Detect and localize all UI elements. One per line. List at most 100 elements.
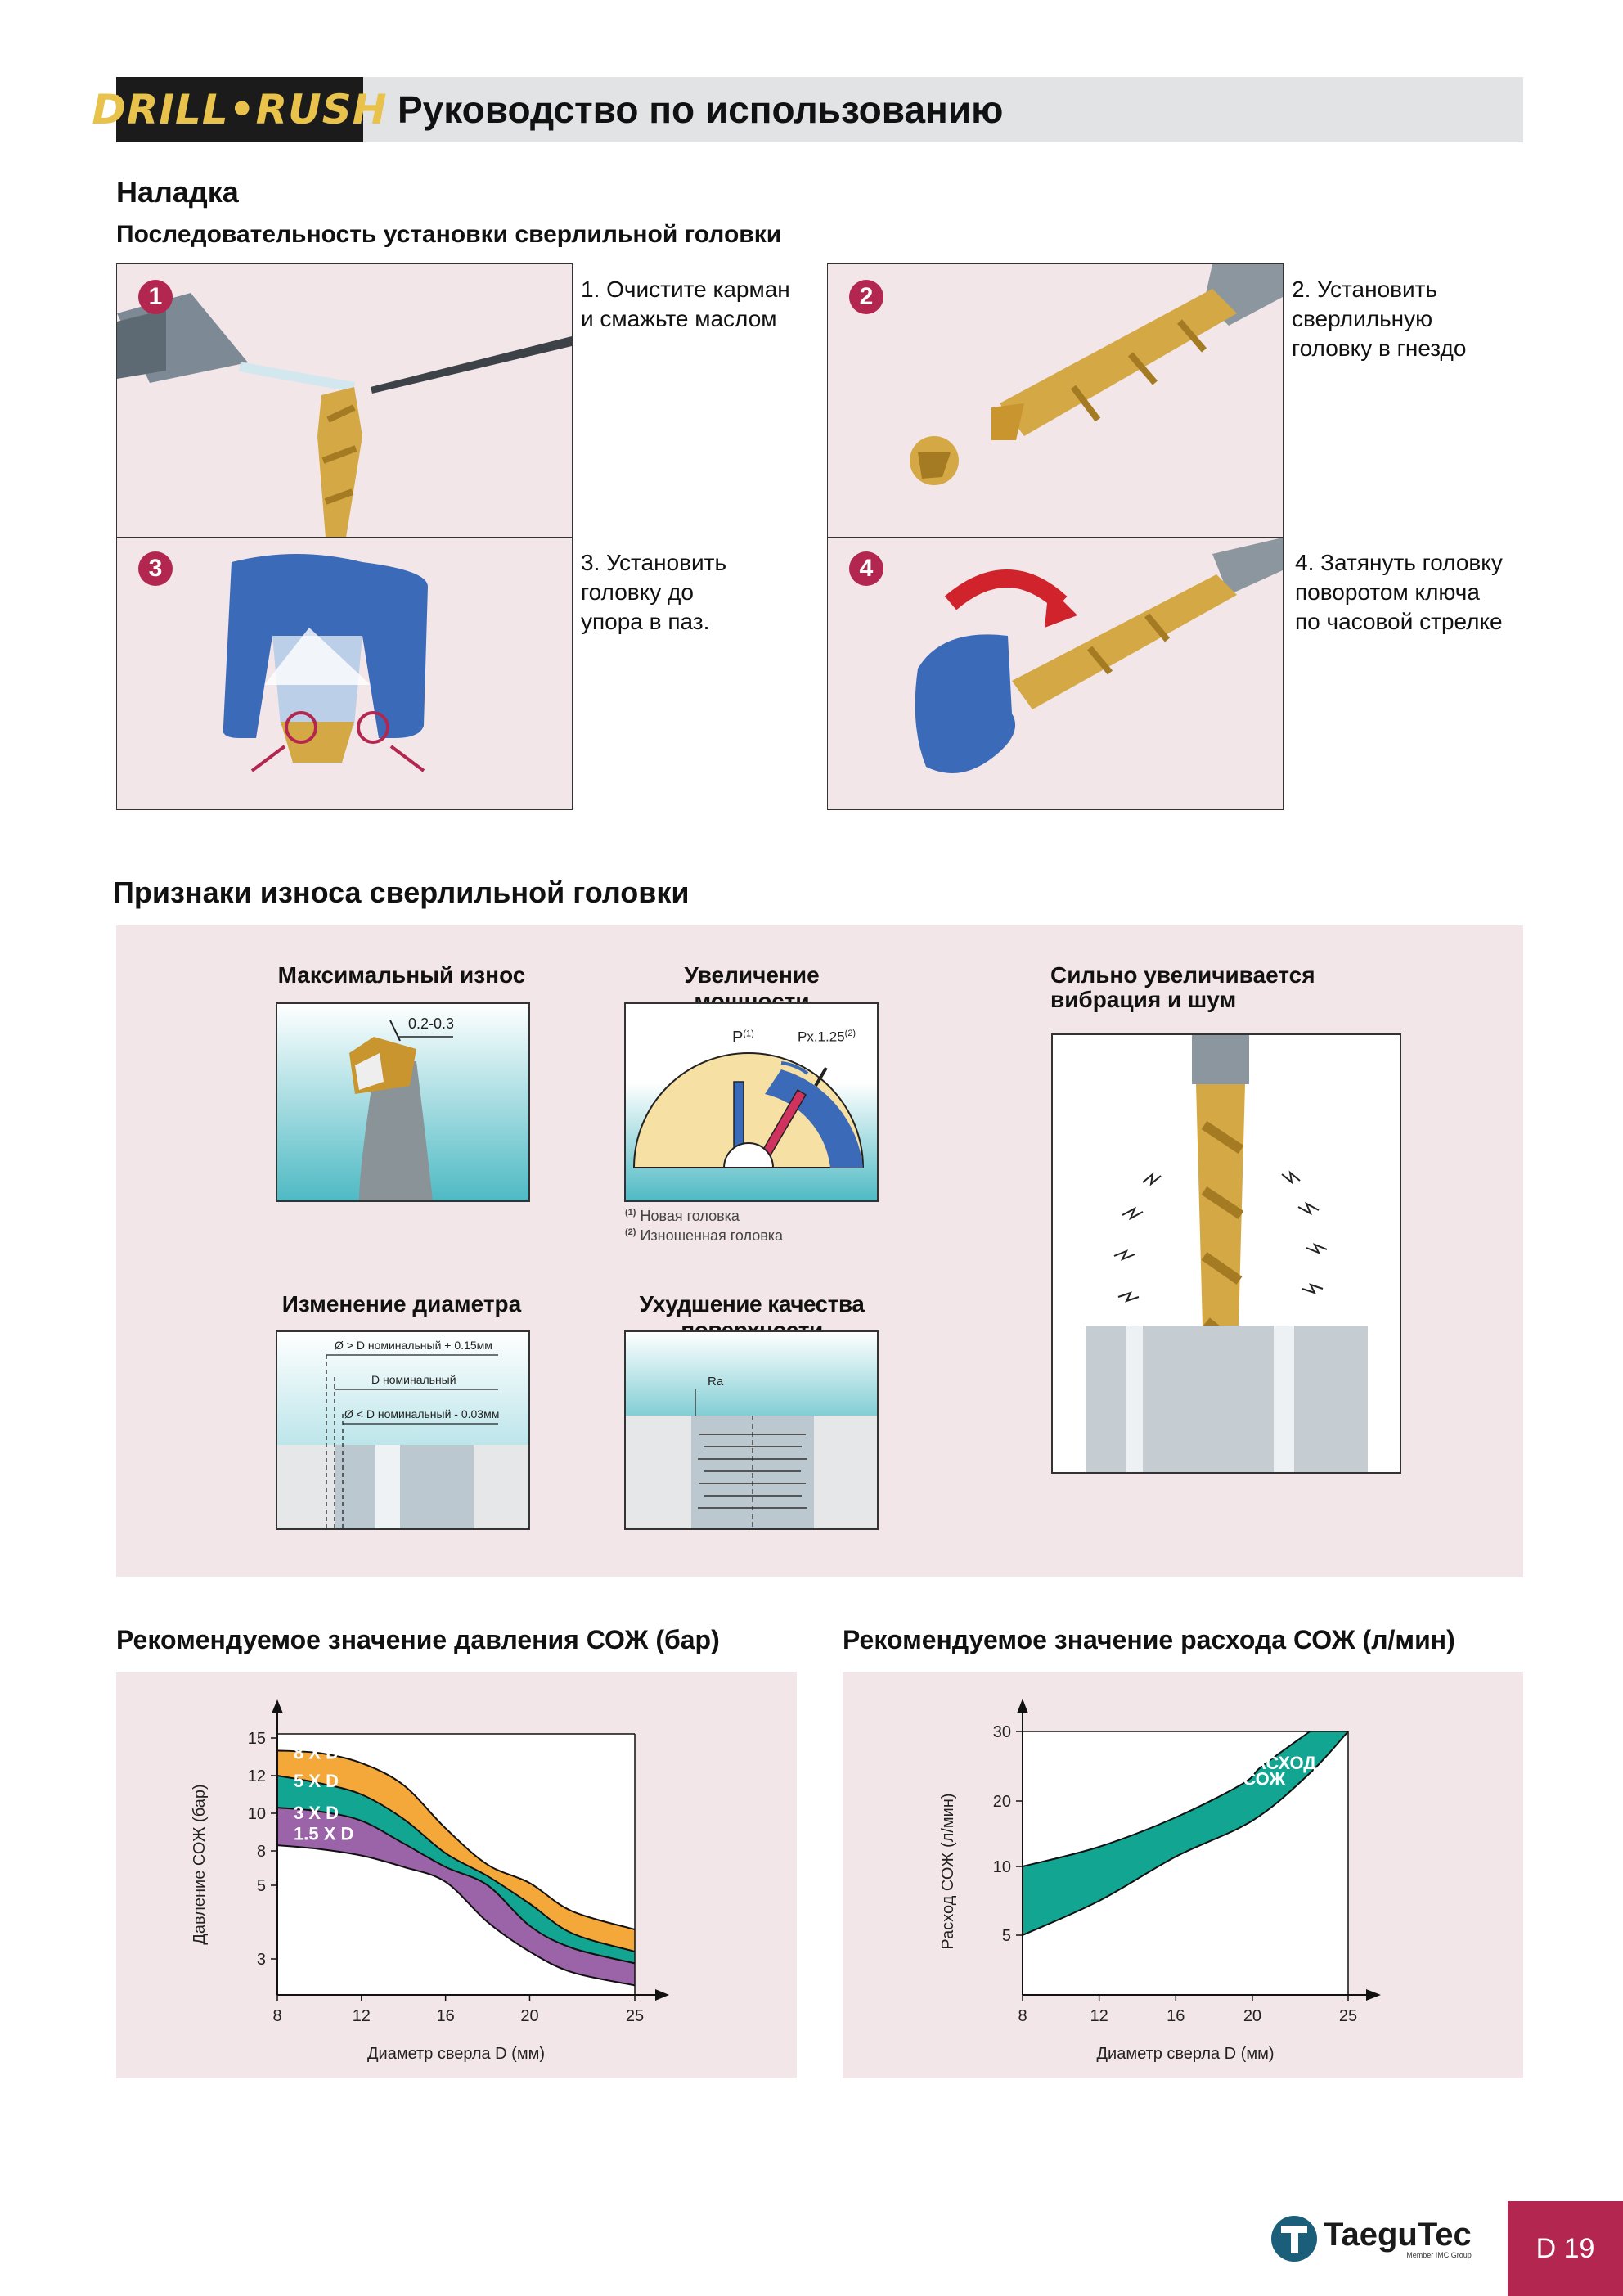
step-2-text: 2. Установить сверлильную головку в гнез… bbox=[1292, 277, 1467, 361]
vibration-title-1: Сильно увеличивается bbox=[1050, 962, 1315, 988]
flow-x-tick: 8 bbox=[1018, 2007, 1027, 2025]
flow-band bbox=[1023, 1731, 1348, 1935]
power-note-new: Новая головка bbox=[640, 1208, 740, 1224]
flow-y-tick: 10 bbox=[993, 1858, 1011, 1876]
insert-head-illustration bbox=[910, 264, 1283, 485]
pressure-x-tick: 25 bbox=[626, 2007, 644, 2025]
power-px-label: Px.1.25 bbox=[798, 1029, 845, 1045]
flow-x-tick: 12 bbox=[1090, 2007, 1108, 2025]
tighten-head-illustration bbox=[915, 538, 1283, 773]
pressure-y-arrow bbox=[272, 1699, 283, 1713]
power-note-worn: Изношенная головка bbox=[640, 1227, 784, 1244]
step-4-number: 4 bbox=[849, 551, 883, 586]
diameter-title: Изменение диаметра bbox=[281, 1291, 522, 1317]
taegutec-logo-icon bbox=[1271, 2216, 1317, 2262]
seat-head-illustration bbox=[223, 554, 428, 772]
step-1-image bbox=[116, 263, 573, 538]
oiling-illustration bbox=[117, 293, 572, 538]
diameter-label-nominal: D номинальный bbox=[371, 1373, 456, 1386]
flow-upper-curve bbox=[1022, 1731, 1311, 1867]
pressure-x-arrow bbox=[655, 1989, 669, 2001]
logo-text: DRILL•RUSH bbox=[92, 86, 388, 133]
pressure-band-label-2: 3 X D bbox=[294, 1803, 339, 1823]
pressure-y-tick: 5 bbox=[257, 1877, 266, 1895]
flow-x-tick: 20 bbox=[1243, 2007, 1261, 2025]
step-3-text: 3. Установить головку до упора в паз. bbox=[581, 550, 727, 634]
surface-title: Ухудшение качества поверхности bbox=[639, 1291, 865, 1343]
page-title: Руководство по использованию bbox=[398, 88, 1004, 131]
power-gauge-image: P(1) Px.1.25(2) bbox=[624, 1002, 879, 1202]
pressure-curve-3 bbox=[276, 1844, 636, 1987]
pressure-y-tick: 3 bbox=[257, 1951, 266, 1969]
step-2-number: 2 bbox=[849, 280, 883, 314]
max-wear-title: Максимальный износ bbox=[277, 962, 526, 988]
flow-x-label: Диаметр сверла D (мм) bbox=[1096, 2045, 1274, 2063]
power-p-label: P bbox=[732, 1029, 744, 1047]
pressure-x-tick: 8 bbox=[272, 2007, 281, 2025]
pressure-x-tick: 16 bbox=[437, 2007, 455, 2025]
flow-x-arrow bbox=[1366, 1989, 1381, 2001]
flow-y-label: Расход СОЖ (л/мин) bbox=[939, 1793, 957, 1949]
step-4-text: 4. Затянуть головку поворотом ключа по ч… bbox=[1295, 550, 1503, 634]
pressure-y-tick: 15 bbox=[248, 1730, 266, 1748]
pressure-x-tick: 20 bbox=[520, 2007, 538, 2025]
flow-chart-title: Рекомендуемое значение расхода СОЖ (л/ми… bbox=[843, 1625, 1455, 1654]
vibration-title-2: вибрация и шум bbox=[1050, 987, 1237, 1012]
pressure-curve-1 bbox=[276, 1775, 636, 1952]
step-1-number: 1 bbox=[138, 280, 173, 314]
pressure-curve-0 bbox=[276, 1749, 636, 1930]
flow-x-tick: 25 bbox=[1339, 2007, 1357, 2025]
pressure-y-tick: 12 bbox=[248, 1767, 266, 1785]
power-note1-sup: (1) bbox=[625, 1208, 636, 1218]
diameter-label-under: Ø < D номинальный - 0.03мм bbox=[344, 1407, 500, 1420]
pressure-band-3 bbox=[277, 1845, 635, 1995]
step-3-image bbox=[116, 537, 573, 810]
step-2-image bbox=[827, 263, 1284, 538]
power-note2-sup: (2) bbox=[625, 1227, 636, 1237]
taegutec-logo: TaeguTec Member IMC Group bbox=[1270, 2214, 1472, 2263]
pressure-band-label-1: 5 X D bbox=[294, 1771, 339, 1791]
flow-y-tick: 20 bbox=[993, 1793, 1011, 1811]
power-px-sup: (2) bbox=[844, 1029, 856, 1038]
flow-band-label-1: РАСХОД bbox=[1243, 1753, 1316, 1773]
pressure-y-label: Давление СОЖ (бар) bbox=[191, 1784, 209, 1944]
pressure-chart-title: Рекомендуемое значение давления СОЖ (бар… bbox=[116, 1625, 720, 1654]
pressure-x-tick: 12 bbox=[353, 2007, 371, 2025]
step-1-text: 1. Очистите карман и смажьте маслом bbox=[581, 277, 790, 331]
page-number: D 19 bbox=[1508, 2201, 1623, 2296]
setup-heading: Наладка bbox=[116, 175, 239, 209]
flow-y-arrow bbox=[1017, 1699, 1028, 1713]
flow-x-tick: 16 bbox=[1167, 2007, 1185, 2025]
pressure-y-tick: 8 bbox=[257, 1843, 266, 1861]
drill-rush-logo: DRILL•RUSH bbox=[92, 77, 387, 142]
step-4-image bbox=[827, 537, 1284, 810]
brand-name: TaeguTec bbox=[1324, 2217, 1472, 2253]
max-wear-label: 0.2-0.3 bbox=[408, 1015, 455, 1032]
flow-band-label-2: СОЖ bbox=[1243, 1768, 1285, 1789]
pressure-curve-2 bbox=[276, 1807, 636, 1965]
brand-sub: Member IMC Group bbox=[1406, 2251, 1472, 2259]
pressure-band-2 bbox=[277, 1808, 635, 1986]
diameter-image: Ø > D номинальный + 0.15мм D номинальный… bbox=[276, 1330, 530, 1530]
step-3-number: 3 bbox=[138, 551, 173, 586]
surface-ra-label: Ra bbox=[708, 1375, 724, 1389]
max-wear-image: 0.2-0.3 bbox=[276, 1002, 530, 1202]
pressure-y-tick: 10 bbox=[248, 1805, 266, 1823]
flow-lower-curve bbox=[1022, 1731, 1349, 1936]
pressure-chart: 8 X D 5 X D 3 X D1.5 X D 3 5 8 10 12 15 8 12 16 20 25… bbox=[191, 1699, 669, 2063]
wear-heading: Признаки износа сверлильной головки bbox=[113, 876, 690, 909]
power-p-sup: (1) bbox=[743, 1029, 754, 1039]
flow-y-tick: 5 bbox=[1002, 1927, 1011, 1945]
surface-image: Ra bbox=[624, 1330, 879, 1530]
pressure-x-label: Диаметр сверла D (мм) bbox=[367, 2045, 545, 2063]
flow-y-tick: 30 bbox=[993, 1723, 1011, 1741]
pressure-band-label-0: 8 X D bbox=[294, 1742, 339, 1763]
diameter-label-over: Ø > D номинальный + 0.15мм bbox=[335, 1339, 492, 1352]
vibration-image bbox=[1051, 1033, 1401, 1474]
pressure-band-label-3: 1.5 X D bbox=[294, 1823, 353, 1844]
pressure-band-0 bbox=[277, 1750, 635, 1952]
setup-subheading: Последовательность установки сверлильной… bbox=[116, 221, 782, 248]
